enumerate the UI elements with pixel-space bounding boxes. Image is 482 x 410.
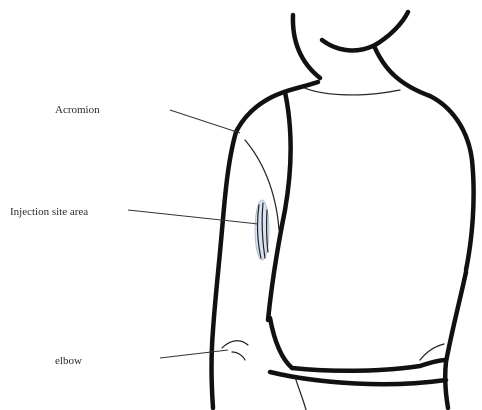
back-right-edge-outline bbox=[445, 272, 466, 408]
acromion-label: Acromion bbox=[55, 105, 100, 116]
elbow-fold-2-outline bbox=[232, 352, 245, 360]
elbow-leader-line bbox=[160, 350, 228, 358]
collar-outline bbox=[300, 86, 400, 95]
neck-right-outline bbox=[375, 48, 430, 96]
elbow-fold-outline bbox=[222, 341, 248, 348]
injection-site-label: Injection site area bbox=[10, 207, 88, 218]
acromion-leader-line bbox=[170, 110, 240, 133]
left-shoulder-outline bbox=[236, 82, 318, 132]
arm-inner-outline bbox=[268, 92, 291, 320]
waist-outline bbox=[292, 360, 446, 371]
injection-site-leader-line bbox=[128, 210, 258, 224]
back-fold-outline bbox=[420, 344, 444, 360]
lower-back-left-outline bbox=[296, 380, 306, 410]
elbow-label: elbow bbox=[55, 356, 82, 367]
right-shoulder-outline bbox=[430, 96, 474, 270]
neck-left-outline bbox=[293, 15, 320, 78]
torso-edge-outline bbox=[270, 318, 292, 368]
arm-outer-outline bbox=[212, 132, 237, 408]
jaw-outline bbox=[322, 12, 408, 50]
